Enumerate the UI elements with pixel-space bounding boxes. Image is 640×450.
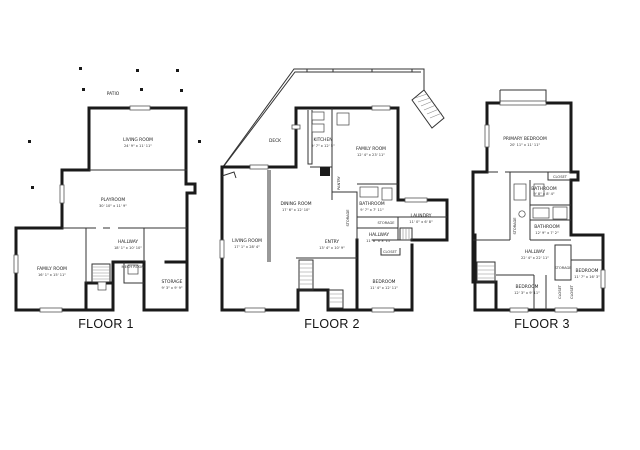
room-name: STORAGE xyxy=(346,209,350,227)
stairs xyxy=(476,261,496,283)
room-dims: 11' 0" x 6' 8" xyxy=(409,220,433,224)
room-dims: 18' 1" x 10' 10" xyxy=(114,246,142,250)
room-name: HALLWAY xyxy=(118,239,139,245)
stairs xyxy=(298,259,344,309)
room-dims: 17' 6" x 12' 10" xyxy=(282,208,310,212)
room-name: BEDROOM xyxy=(516,284,539,290)
room-name: PATIO xyxy=(107,91,120,97)
room-dims: 24' 9" x 11' 11" xyxy=(124,144,152,148)
room-dims: 9' 7" x 7' 11" xyxy=(360,208,384,212)
stairs xyxy=(91,263,111,283)
room-name: STORAGE xyxy=(513,217,517,235)
floor-titles: FLOOR 1 FLOOR 2 FLOOR 3 xyxy=(78,317,570,331)
room-dims: 12' 4" x 23' 11" xyxy=(357,153,385,157)
room-dims: 12' 9" x 7' 2" xyxy=(535,231,559,235)
floor-1-labels: PATIO LIVING ROOM 24' 9" x 11' 11" PLAYR… xyxy=(37,91,183,290)
room-name: BATHROOM xyxy=(359,201,385,207)
room-name: STORAGE xyxy=(377,221,395,225)
floor-2-labels: DECK KITCHEN 9' 7" x 12' 5" FAMILY ROOM … xyxy=(232,137,433,290)
room-name: PLAYROOM xyxy=(101,197,126,203)
room-dims: 9' 3" x 9' 9" xyxy=(161,286,182,290)
floor-1-plan xyxy=(13,67,201,313)
room-name: BATHROOM xyxy=(534,224,560,230)
floor-2-plan xyxy=(219,68,449,313)
patio-posts xyxy=(28,67,201,189)
room-dims: 13' 4" x 10' 9" xyxy=(319,246,345,250)
floor-title: FLOOR 3 xyxy=(514,317,570,331)
room-dims: 30' 10" x 11' 9" xyxy=(99,204,127,208)
room-name: DINING ROOM xyxy=(280,201,311,207)
floor-title: FLOOR 2 xyxy=(304,317,360,331)
room-name: PANTRY xyxy=(337,175,341,190)
room-dims: 9' 8" x 8' 4" xyxy=(533,192,554,196)
room-dims: 9' 7" x 12' 5" xyxy=(311,144,335,148)
room-dims: 11' 4" x 12' 11" xyxy=(370,286,398,290)
floor-3-labels: PRIMARY BEDROOM 20' 11" x 11' 11" CLOSET… xyxy=(503,136,600,299)
room-dims: 12' 3" x 9' 11" xyxy=(514,291,540,295)
room-dims: 16' 1" x 15' 11" xyxy=(38,273,66,277)
deck-stairs xyxy=(411,89,445,129)
room-dims: 11' 8" x 3' 11" xyxy=(366,239,392,243)
room-name: MECH ROOM xyxy=(122,265,145,269)
room-name: BATHROOM xyxy=(531,186,557,192)
floor-3-plan xyxy=(471,89,606,313)
room-name: CLOSET xyxy=(553,175,568,179)
room-name: LAUNDRY xyxy=(411,213,432,219)
room-dims: 17' 1" x 28' 4" xyxy=(234,245,260,249)
room-name: ENTRY xyxy=(325,239,340,245)
room-dims: 11' 7" x 16' 3" xyxy=(574,275,600,279)
room-name: FAMILY ROOM xyxy=(356,146,386,152)
room-name: HALLWAY xyxy=(369,232,390,238)
room-name: CLOSET xyxy=(570,284,574,299)
room-name: STORAGE xyxy=(554,266,572,270)
room-name: HALLWAY xyxy=(525,249,546,255)
room-dims: 22' 4" x 22' 11" xyxy=(521,256,549,260)
room-name: DECK xyxy=(269,138,281,144)
room-name: CLOSET xyxy=(383,250,398,254)
room-name: FAMILY ROOM xyxy=(37,266,67,272)
room-name: PRIMARY BEDROOM xyxy=(503,136,547,142)
room-name: KITCHEN xyxy=(313,137,332,143)
floor-title: FLOOR 1 xyxy=(78,317,134,331)
room-name: STORAGE xyxy=(162,279,183,285)
room-name: LIVING ROOM xyxy=(123,137,153,143)
room-name: CLOSET xyxy=(558,284,562,299)
room-dims: 20' 11" x 11' 11" xyxy=(510,143,541,147)
room-name: BEDROOM xyxy=(373,279,396,285)
room-name: BEDROOM xyxy=(576,268,599,274)
room-name: LIVING ROOM xyxy=(232,238,262,244)
